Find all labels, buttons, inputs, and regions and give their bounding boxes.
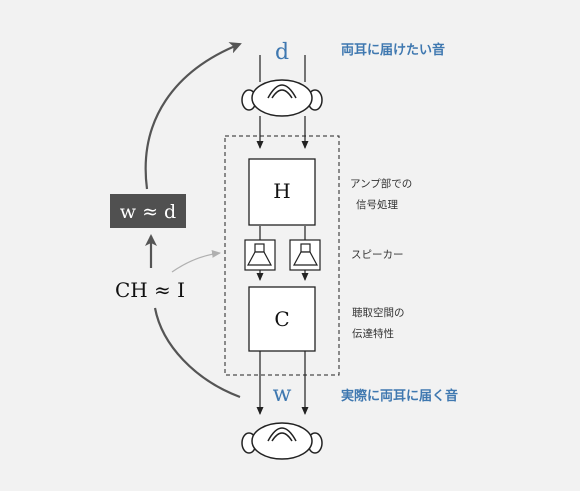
- w-approx-d-box: [110, 194, 186, 228]
- bottom-label-w: w: [273, 382, 292, 407]
- bottom-head-icon: [241, 422, 323, 460]
- w-approx-d-text: w ≈ d: [120, 201, 176, 223]
- c-block-letter: C: [274, 307, 289, 331]
- top-head-icon: [241, 79, 323, 117]
- h-caption-line2: 信号処理: [356, 198, 398, 211]
- top-caption: 両耳に届けたい音: [341, 42, 445, 58]
- left-speaker-icon: [244, 239, 276, 271]
- h-caption-line1: アンプ部での: [350, 177, 412, 190]
- right-speaker-icon: [289, 239, 321, 271]
- c-caption-line2: 伝達特性: [352, 327, 394, 340]
- c-caption-line1: 聴取空間の: [352, 306, 405, 319]
- h-block-letter: H: [273, 179, 290, 203]
- ch-approx-i-text: CH ≈ I: [115, 278, 185, 302]
- speaker-caption: スピーカー: [351, 249, 404, 261]
- feedback-curve-top: [144, 42, 242, 190]
- light-pointer-arrow: [171, 249, 221, 273]
- top-label-d: d: [275, 40, 289, 65]
- feedback-curve-bottom: [153, 307, 241, 399]
- h-block: [248, 158, 316, 226]
- bottom-caption: 実際に両耳に届く音: [341, 388, 458, 404]
- system-dashed-boundary: [224, 135, 340, 376]
- c-block: [248, 286, 316, 352]
